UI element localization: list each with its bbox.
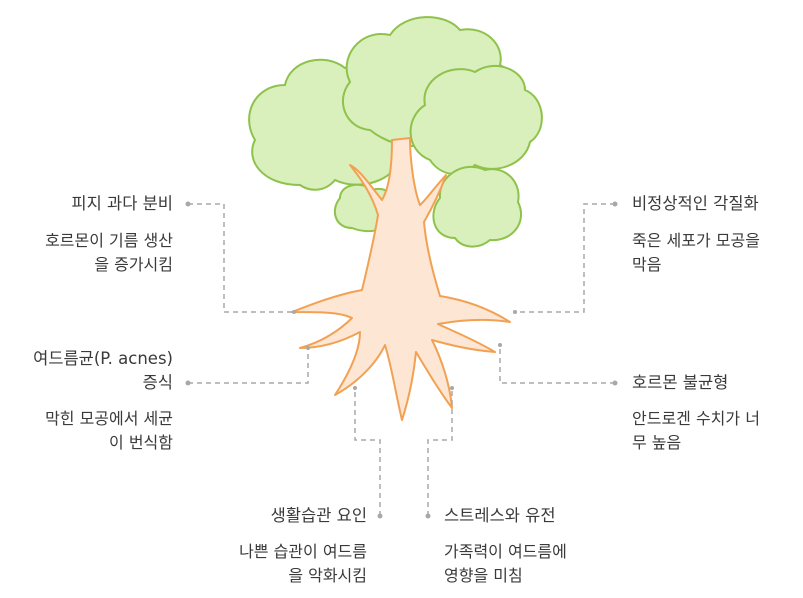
dot-right-mid — [612, 380, 618, 386]
label-bottom-right-desc-line1: 가족력이 여드름에 — [444, 542, 567, 561]
connector-dots — [185, 201, 618, 519]
connector-left-top — [188, 203, 294, 313]
label-left-top-desc: 호르몬이 기름 생산 을 증가시킴 — [45, 229, 173, 277]
connectors — [188, 203, 615, 516]
label-bottom-right-desc-line2: 영향을 미침 — [444, 566, 523, 585]
label-bottom-right-desc: 가족력이 여드름에 영향을 미침 — [444, 540, 567, 588]
dot-bottom-left — [377, 513, 383, 519]
label-right-mid-title: 호르몬 불균형 — [632, 373, 729, 392]
dot-root-bottom-left — [353, 386, 357, 390]
tree-foliage — [248, 16, 543, 248]
foliage-cloud-small-right — [432, 165, 523, 248]
dot-right-top — [612, 201, 618, 207]
connector-bottom-right — [427, 388, 453, 516]
dot-root-left-mid — [306, 346, 310, 350]
label-right-top-title: 비정상적인 각질화 — [632, 194, 759, 213]
connector-right-top — [515, 203, 615, 313]
label-right-top-desc-line1: 죽은 세포가 모공을 — [632, 231, 760, 250]
dot-root-bottom-right — [450, 386, 454, 390]
label-bottom-right-title: 스트레스와 유전 — [444, 506, 556, 525]
label-left-mid-desc: 막힌 모공에서 세균 이 번식함 — [45, 407, 173, 455]
label-left-mid-title-line2: 증식 — [142, 373, 173, 392]
dot-root-right-mid — [498, 343, 502, 347]
tree-trunk — [291, 137, 511, 421]
label-right-mid-desc-line1: 안드로겐 수치가 너 — [632, 409, 760, 428]
dot-left-top — [185, 201, 191, 207]
label-bottom-left-desc-line1: 나쁜 습관이 여드름 — [239, 542, 367, 561]
label-left-mid-title: 여드름균(P. acnes) 증식 — [33, 347, 173, 395]
connector-bottom-left — [354, 388, 381, 516]
label-right-mid-desc-line2: 무 높음 — [632, 433, 682, 452]
dot-root-right-top — [513, 310, 517, 314]
label-right-mid-desc: 안드로겐 수치가 너 무 높음 — [632, 407, 760, 455]
label-left-top-desc-line2: 을 증가시킴 — [94, 255, 173, 274]
label-left-top-title: 피지 과다 분비 — [71, 194, 173, 213]
label-bottom-left-desc-line2: 을 악화시킴 — [288, 566, 367, 585]
connector-left-mid — [188, 348, 309, 384]
dot-left-mid — [185, 380, 191, 386]
label-left-mid-title-line1: 여드름균(P. acnes) — [33, 349, 173, 368]
dot-root-left-top — [292, 310, 296, 314]
label-left-mid-desc-line2: 이 번식함 — [109, 433, 173, 452]
label-left-top-desc-line1: 호르몬이 기름 생산 — [45, 231, 173, 250]
foliage-cloud-right — [409, 65, 543, 175]
dot-bottom-right — [425, 513, 431, 519]
label-bottom-left-desc: 나쁜 습관이 여드름 을 악화시킴 — [239, 540, 367, 588]
connector-right-mid — [499, 345, 615, 384]
label-bottom-left-title: 생활습관 요인 — [270, 506, 367, 525]
label-right-top-desc-line2: 막음 — [632, 255, 662, 274]
label-left-mid-desc-line1: 막힌 모공에서 세균 — [45, 409, 173, 428]
label-right-top-desc: 죽은 세포가 모공을 막음 — [632, 229, 760, 277]
tree-trunk-and-roots — [291, 137, 511, 421]
